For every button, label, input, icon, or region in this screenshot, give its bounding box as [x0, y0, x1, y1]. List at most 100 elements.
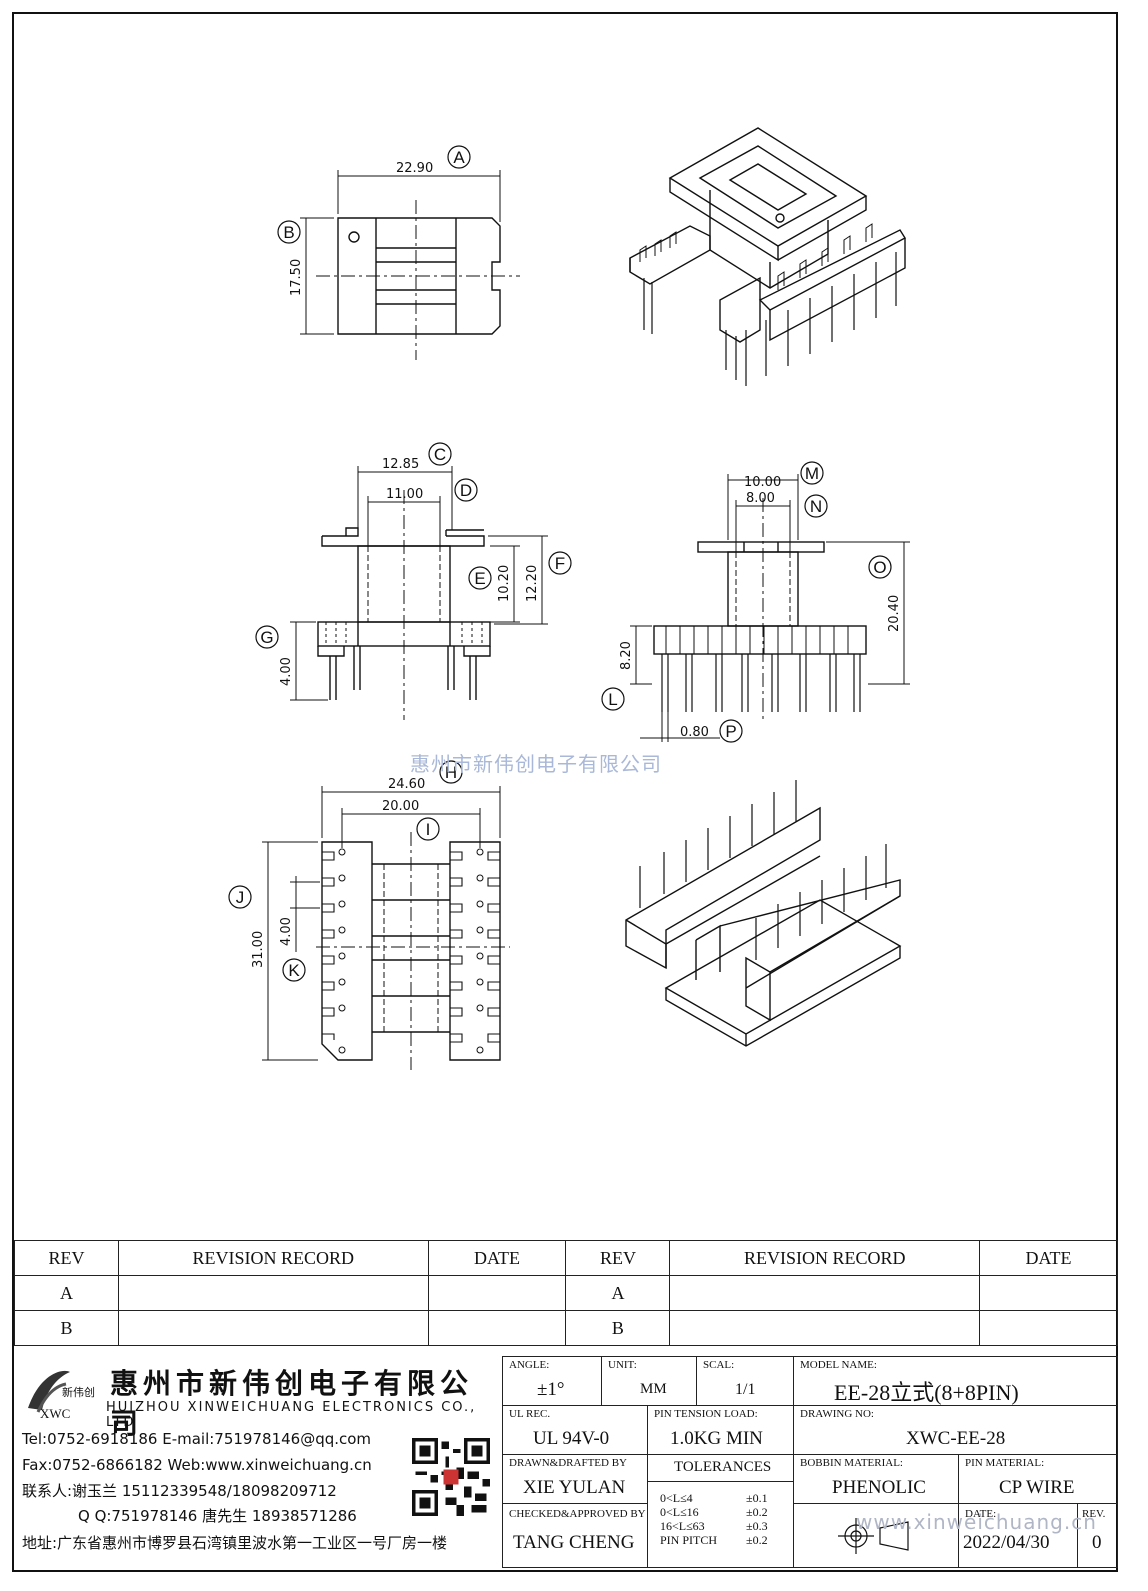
table-cell — [669, 1310, 981, 1346]
logo-sub: XWC — [40, 1406, 70, 1420]
tolerances-label: TOLERANCES — [674, 1459, 772, 1475]
unit-value: MM — [640, 1381, 667, 1397]
date-label: DATE: — [965, 1508, 997, 1520]
model-label: MODEL NAME: — [800, 1359, 877, 1371]
front-view — [290, 466, 548, 720]
projection-symbol-icon — [838, 1518, 909, 1554]
table-cell: B — [565, 1310, 671, 1346]
company-fax: Fax:0752-6866182 Web:www.xinweichuang.cn — [22, 1456, 372, 1474]
table-cell — [117, 1275, 429, 1311]
tol-4-value: ±0.2 — [746, 1533, 768, 1547]
tol-1-range: 0<L≤4 — [660, 1491, 693, 1505]
table-cell — [979, 1310, 1118, 1346]
drawn-cell: DRAWN&DRAFTED BY XIE YULAN — [502, 1454, 648, 1504]
drawing-no-value: XWC-EE-28 — [906, 1428, 1006, 1449]
tol-2-range: 0<L≤16 — [660, 1505, 699, 1519]
revision-table-header: REV REVISION RECORD DATE REV REVISION RE… — [14, 1240, 1118, 1276]
company-name-cn: 惠州市新伟创电子有限公司 — [110, 1367, 474, 1440]
table-cell — [427, 1310, 567, 1346]
pin-material-value: CP WIRE — [999, 1477, 1075, 1498]
drawing-no-cell: DRAWING NO: XWC-EE-28 — [793, 1405, 1118, 1455]
date-value: 2022/04/30 — [963, 1532, 1050, 1553]
label-m: M — [805, 464, 819, 483]
dim-10-20: 10.20 — [497, 565, 512, 602]
dim-20-40: 20.40 — [887, 595, 902, 632]
tol-3-value: ±0.3 — [746, 1519, 768, 1533]
technical-drawing: A B C D E F G H I J K L M N O P 22.90 17… — [228, 127, 910, 1070]
tol-4-range: PIN PITCH — [660, 1533, 718, 1547]
table-cell: A — [14, 1275, 119, 1311]
model-value: EE-28立式(8+8PIN) — [834, 1380, 1019, 1405]
drawing-no-label: DRAWING NO: — [800, 1408, 874, 1420]
table-row: B B — [14, 1310, 1118, 1346]
model-cell: MODEL NAME: EE-28立式(8+8PIN) — [793, 1356, 1118, 1406]
reference-balloons — [228, 145, 892, 982]
label-b: B — [283, 223, 294, 242]
label-f: F — [555, 554, 565, 573]
dim-12-20: 12.20 — [525, 565, 540, 602]
angle-value: ±1° — [537, 1379, 565, 1400]
dim-24-60: 24.60 — [388, 777, 425, 792]
table-cell — [979, 1275, 1118, 1311]
drawn-label: DRAWN&DRAFTED BY — [509, 1457, 627, 1469]
company-block: 新伟创 XWC 惠州市新伟创电子有限公司 HUIZHOU XINWEICHUAN… — [18, 1360, 498, 1568]
footer-watermark: www.xinweichuang.cn — [856, 1510, 1097, 1534]
dim-4-00-front: 4.00 — [279, 657, 294, 686]
angle-label: ANGLE: — [509, 1359, 550, 1371]
drawing-frame — [12, 12, 1118, 1572]
label-i: I — [426, 820, 431, 839]
col-header: REVISION RECORD — [669, 1240, 981, 1276]
angle-cell: ANGLE: ±1° — [502, 1356, 602, 1406]
pin-material-label: PIN MATERIAL: — [965, 1457, 1045, 1469]
isometric-view-bottom — [625, 780, 902, 1047]
label-d: D — [460, 481, 472, 500]
label-l: L — [608, 690, 617, 709]
bottom-view — [262, 786, 510, 1070]
table-row: A A — [14, 1275, 1118, 1311]
ul-value: UL 94V-0 — [533, 1428, 610, 1449]
company-watermark: 惠州市新伟创电子有限公司 — [410, 752, 662, 776]
isometric-view-top — [629, 127, 906, 386]
company-tel: Tel:0752-6918186 E-mail:751978146@qq.com — [22, 1430, 372, 1448]
label-p: P — [725, 722, 736, 741]
checked-value: TANG CHENG — [513, 1532, 635, 1553]
dim-8-00: 8.00 — [746, 491, 775, 506]
dim-10-00: 10.00 — [744, 475, 781, 490]
scale-value: 1/1 — [735, 1381, 756, 1398]
tension-label: PIN TENSION LOAD: — [654, 1408, 758, 1420]
label-o: O — [873, 558, 886, 577]
checked-label: CHECKED&APPROVED BY — [509, 1508, 646, 1520]
company-address: 地址:广东省惠州市博罗县石湾镇里波水第一工业区一号厂房一楼 — [22, 1534, 448, 1552]
dim-17-50: 17.50 — [289, 259, 304, 296]
bobbin-value: PHENOLIC — [832, 1477, 926, 1498]
dim-0-80: 0.80 — [680, 725, 709, 740]
tension-value: 1.0KG MIN — [670, 1428, 763, 1449]
logo-text: 新伟创 — [62, 1385, 95, 1399]
col-header: REV — [14, 1240, 119, 1276]
dim-8-20: 8.20 — [619, 641, 634, 670]
dim-22-90: 22.90 — [396, 161, 433, 176]
checked-cell: CHECKED&APPROVED BY TANG CHENG — [502, 1503, 648, 1568]
table-cell — [427, 1275, 567, 1311]
col-header: REVISION RECORD — [117, 1240, 429, 1276]
table-cell: A — [565, 1275, 671, 1311]
label-e: E — [474, 569, 485, 588]
tol-1-value: ±0.1 — [746, 1491, 768, 1505]
label-a: A — [453, 148, 465, 167]
rev-value: 0 — [1092, 1532, 1102, 1553]
label-g: G — [260, 628, 273, 647]
qr-code-icon — [412, 1438, 490, 1516]
company-logo-icon: 新伟创 XWC — [28, 1370, 95, 1420]
company-name-en: HUIZHOU XINWEICHUANG ELECTRONICS CO., LT… — [106, 1400, 477, 1430]
dim-20-00: 20.00 — [382, 799, 419, 814]
table-cell: B — [14, 1310, 119, 1346]
label-k: K — [288, 961, 300, 980]
unit-cell: UNIT: MM — [601, 1356, 697, 1406]
label-n: N — [810, 497, 822, 516]
bobbin-cell: BOBBIN MATERIAL: PHENOLIC — [793, 1454, 959, 1504]
dim-4-00-pitch: 4.00 — [279, 917, 294, 946]
scale-cell: SCAL: 1/1 — [696, 1356, 794, 1406]
dim-12-85: 12.85 — [382, 457, 419, 472]
drawn-value: XIE YULAN — [523, 1477, 626, 1498]
dim-31-00: 31.00 — [251, 931, 266, 968]
